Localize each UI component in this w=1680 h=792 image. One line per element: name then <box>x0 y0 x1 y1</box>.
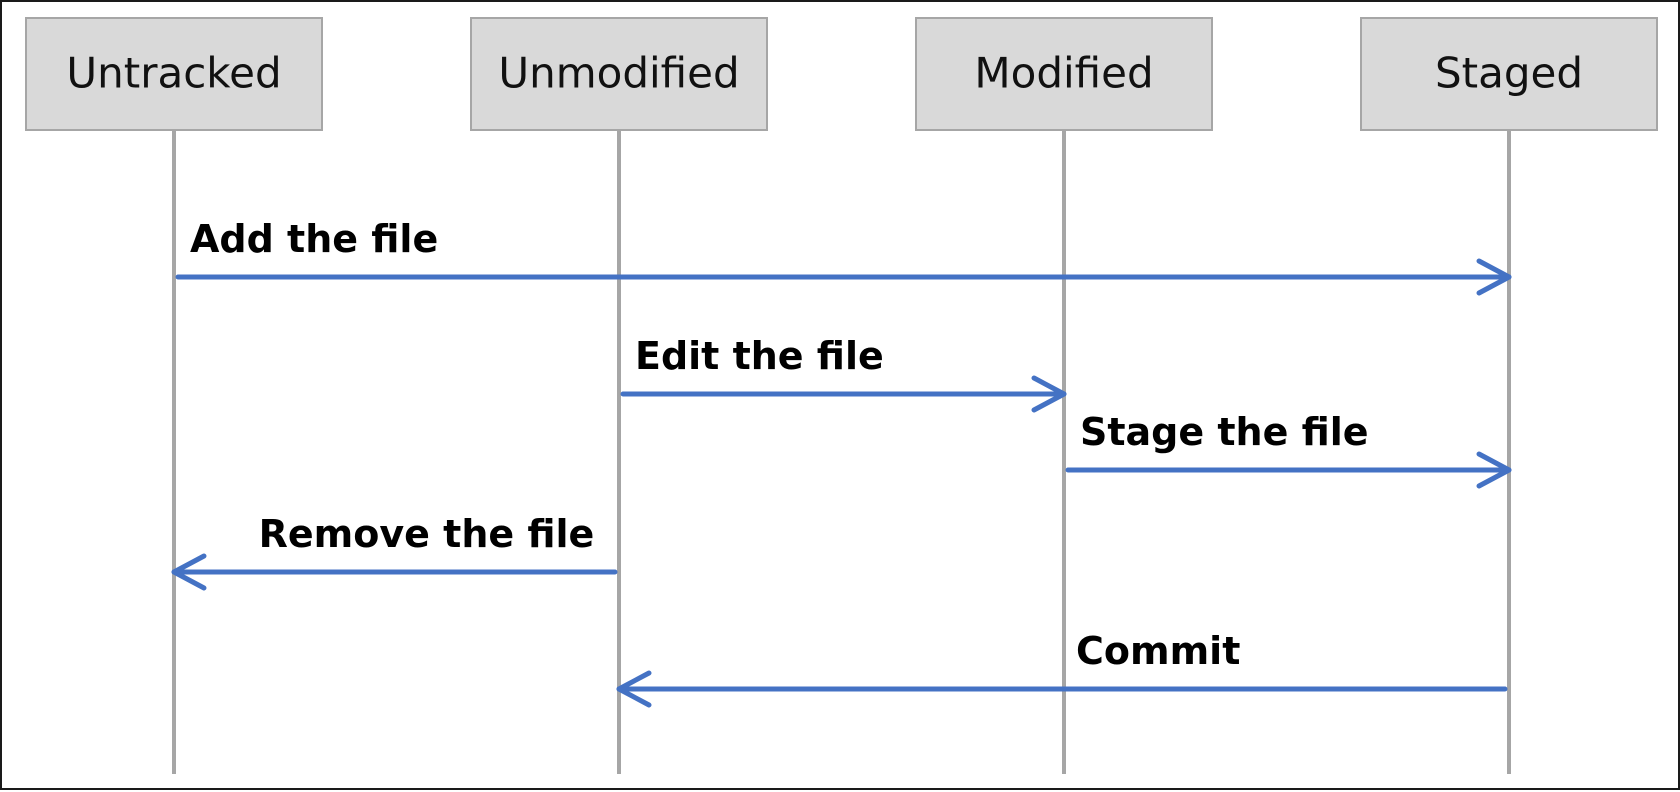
arrowhead-commit <box>616 670 652 708</box>
lane-title-modified: Modified <box>974 49 1153 98</box>
lane-title-unmodified: Unmodified <box>498 49 739 98</box>
message-label-remove: Remove the file <box>259 512 595 556</box>
message-label-commit: Commit <box>1076 629 1240 673</box>
lane-unmodified: Unmodified <box>470 17 768 774</box>
message-commit: Commit <box>616 629 1508 708</box>
message-label-edit: Edit the file <box>635 334 884 378</box>
lane-header-untracked <box>25 17 323 131</box>
lane-untracked: Untracked <box>25 17 323 774</box>
arrowhead-remove <box>171 553 207 591</box>
arrowhead-stage <box>1476 451 1512 489</box>
arrowhead-add <box>1476 258 1512 296</box>
message-remove: Remove the file <box>171 512 618 591</box>
message-edit: Edit the file <box>620 334 1067 413</box>
lane-title-staged: Staged <box>1435 49 1583 98</box>
lane-title-untracked: Untracked <box>66 49 281 98</box>
arrowhead-edit <box>1031 375 1067 413</box>
lane-header-modified <box>915 17 1213 131</box>
message-label-add: Add the file <box>190 217 438 261</box>
message-add: Add the file <box>175 217 1512 296</box>
message-stage: Stage the file <box>1065 410 1512 489</box>
lane-header-unmodified <box>470 17 768 131</box>
message-label-stage: Stage the file <box>1080 410 1369 454</box>
lane-staged: Staged <box>1360 17 1658 774</box>
lane-modified: Modified <box>915 17 1213 774</box>
